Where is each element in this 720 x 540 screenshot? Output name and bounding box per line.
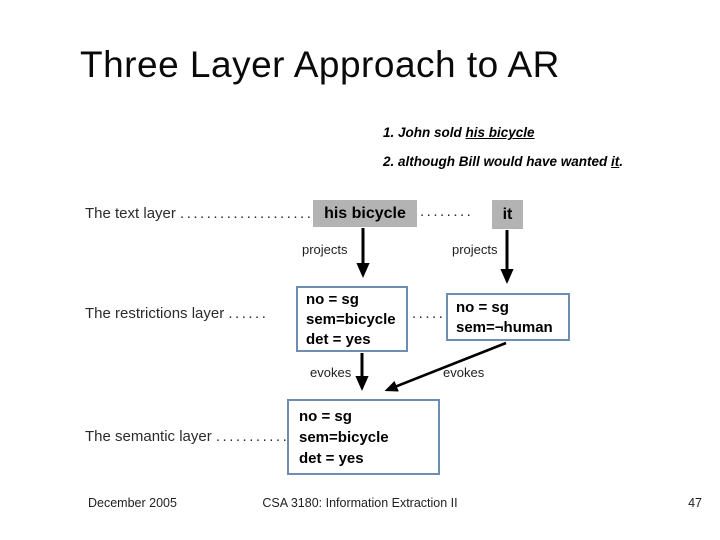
- restrictions-dots-between: .....: [412, 305, 446, 322]
- semantic-layer-leader-dots: .............: [215, 428, 303, 445]
- evokes-label-left: evokes: [310, 365, 352, 380]
- semantic-layer-label: The semantic layer .............: [85, 428, 303, 445]
- example-1-antecedent: his bicycle: [465, 125, 535, 140]
- example-sentence-1: 1. John sold his bicycle: [383, 125, 535, 140]
- projects-label-left: projects: [302, 242, 348, 257]
- slide-title: Three Layer Approach to AR: [80, 44, 560, 85]
- example-2-anaphor: it: [611, 154, 620, 169]
- footer-course-title: CSA 3180: Information Extraction II: [262, 496, 458, 510]
- text-layer-bicycle-box: his bicycle: [313, 200, 417, 227]
- projects-label-right: projects: [452, 242, 498, 257]
- text-layer-leader-dots: ..........................: [180, 205, 354, 222]
- footer-date: December 2005: [88, 496, 177, 510]
- text-layer-dots-after-box: ........: [420, 203, 474, 220]
- example-2-text: 2. although Bill would have wanted: [383, 154, 612, 169]
- text-layer-label: The text layer .........................…: [85, 205, 354, 222]
- restrictions-it-box: no = sg sem=¬human: [446, 293, 570, 341]
- example-1-text: 1. John sold: [383, 125, 466, 140]
- restrictions-layer-leader-dots: ......: [228, 305, 269, 322]
- text-layer-it-box: it: [492, 200, 523, 229]
- footer-page-number: 47: [688, 496, 702, 510]
- restrictions-bicycle-box: no = sg sem=bicycle det = yes: [296, 286, 408, 352]
- restrictions-layer-label: The restrictions layer ......: [85, 305, 269, 322]
- evokes-label-right: evokes: [443, 365, 485, 380]
- example-sentence-2: 2. although Bill would have wanted it.: [383, 154, 624, 169]
- semantic-box: no = sg sem=bicycle det = yes: [287, 399, 440, 475]
